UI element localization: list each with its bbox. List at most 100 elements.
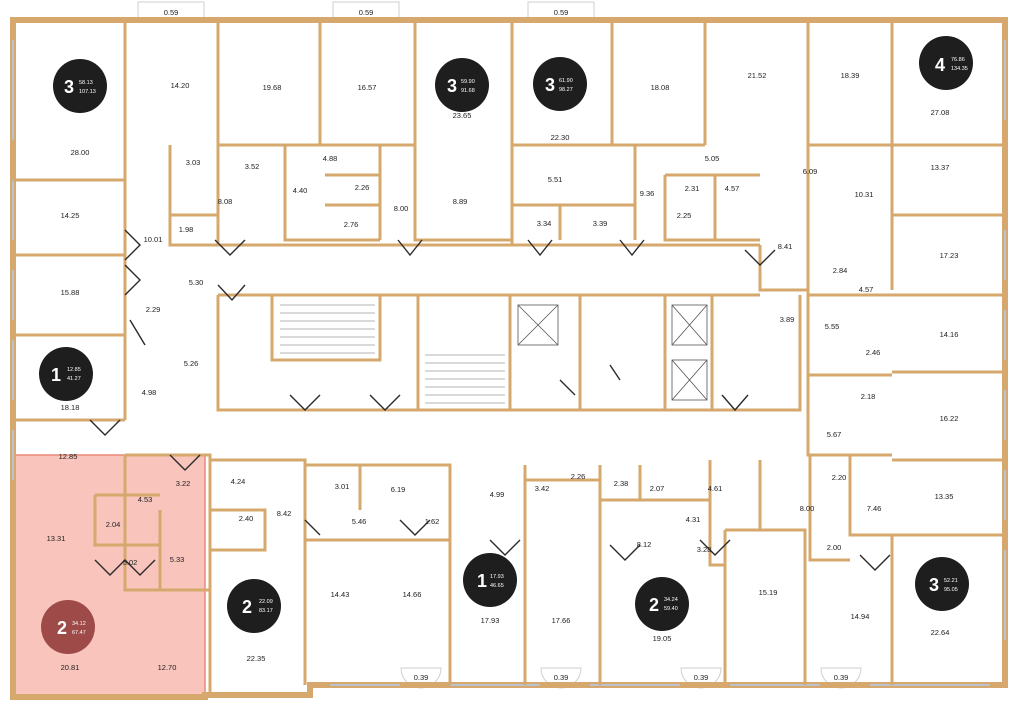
room-area-label: 1.62 [425,517,440,526]
room-area-label: 13.35 [935,492,954,501]
svg-text:67.47: 67.47 [72,630,86,636]
svg-text:76.86: 76.86 [951,57,965,63]
room-area-label: 2.26 [571,472,586,481]
balcony-area-label: 0.39 [694,673,709,682]
svg-text:134.35: 134.35 [951,66,968,72]
room-area-label: 4.53 [138,495,153,504]
room-area-label: 8.42 [277,509,292,518]
room-area-label: 2.84 [833,266,848,275]
unit-badge[interactable]: 1 17.93 46.65 [463,553,517,607]
unit-badges: 3 58.13 107.13 3 59.90 91.68 3 61.90 98.… [39,36,973,654]
room-area-label: 2.76 [344,220,359,229]
unit-badge[interactable]: 1 12.85 41.27 [39,347,93,401]
room-area-label: 18.18 [61,403,80,412]
balcony-area-label: 0.39 [834,673,849,682]
room-area-label: 16.57 [358,83,377,92]
room-area-label: 12.85 [59,452,78,461]
room-area-label: 6.09 [803,167,818,176]
room-area-label: 4.99 [490,490,505,499]
interior-walls [13,20,1005,697]
room-area-label: 8.00 [394,204,409,213]
room-area-label: 3.03 [186,158,201,167]
room-area-label: 1.98 [179,225,194,234]
room-area-label: 5.05 [705,154,720,163]
unit-badge-selected[interactable]: 2 34.12 67.47 [41,600,95,654]
room-area-label: 14.43 [331,590,350,599]
room-area-label: 5.51 [548,175,563,184]
room-area-label: 3.22 [176,479,191,488]
room-area-label: 12.70 [158,663,177,672]
svg-text:107.13: 107.13 [79,89,96,95]
balcony-area-label: 0.39 [554,673,569,682]
room-area-labels: 28.00 14.20 19.68 16.57 23.65 22.30 18.0… [47,71,959,672]
room-area-label: 15.19 [759,588,778,597]
svg-text:2: 2 [57,618,67,638]
room-area-label: 14.25 [61,211,80,220]
room-area-label: 8.41 [778,242,793,251]
room-area-label: 4.57 [725,184,740,193]
svg-text:3: 3 [545,75,555,95]
room-area-label: 3.01 [335,482,350,491]
unit-badge[interactable]: 3 59.90 91.68 [435,58,489,112]
svg-text:3: 3 [929,575,939,595]
svg-text:1: 1 [477,571,487,591]
room-area-label: 19.05 [653,634,672,643]
room-area-label: 27.08 [931,108,950,117]
room-area-label: 8.00 [800,504,815,513]
room-area-label: 15.88 [61,288,80,297]
svg-text:59.90: 59.90 [461,79,475,85]
elevators [517,304,708,401]
svg-text:41.27: 41.27 [67,376,81,382]
unit-badge[interactable]: 4 76.86 134.35 [919,36,973,90]
svg-text:4: 4 [935,55,945,75]
room-area-label: 5.02 [123,558,138,567]
room-area-label: 4.31 [686,515,701,524]
svg-text:34.12: 34.12 [72,621,86,627]
stairs [280,304,505,404]
room-area-label: 8.12 [637,540,652,549]
balcony-area-label: 0.39 [414,673,429,682]
room-area-label: 20.81 [61,663,80,672]
room-area-label: 2.29 [146,305,161,314]
svg-text:22.09: 22.09 [259,599,273,605]
svg-text:91.68: 91.68 [461,88,475,94]
unit-badge[interactable]: 3 61.90 98.27 [533,57,587,111]
room-area-label: 3.42 [535,484,550,493]
unit-badge[interactable]: 3 52.21 95.05 [915,557,969,611]
svg-text:46.65: 46.65 [490,583,504,589]
room-area-label: 17.66 [552,616,571,625]
selected-apartment-highlight[interactable] [12,454,206,698]
room-area-label: 3.39 [593,219,608,228]
svg-text:34.24: 34.24 [664,597,678,603]
room-area-label: 8.89 [453,197,468,206]
svg-text:1: 1 [51,365,61,385]
room-area-label: 5.26 [184,359,199,368]
room-area-label: 22.30 [551,133,570,142]
svg-text:95.05: 95.05 [944,587,958,593]
room-area-label: 21.52 [748,71,767,80]
svg-text:58.13: 58.13 [79,80,93,86]
room-area-label: 18.08 [651,83,670,92]
room-area-label: 4.24 [231,477,246,486]
room-area-label: 17.23 [940,251,959,260]
room-area-label: 2.04 [106,520,121,529]
unit-badge[interactable]: 3 58.13 107.13 [53,59,107,113]
room-area-label: 16.22 [940,414,959,423]
unit-badge[interactable]: 2 34.24 59.40 [635,577,689,631]
room-area-label: 10.31 [855,190,874,199]
room-area-label: 14.20 [171,81,190,90]
svg-text:17.93: 17.93 [490,574,504,580]
door-swings [89,229,891,576]
unit-badge[interactable]: 2 22.09 83.17 [227,579,281,633]
balcony-labels: 0.59 0.59 0.59 0.39 0.39 0.39 0.39 [164,8,849,682]
room-area-label: 5.33 [170,555,185,564]
room-area-label: 17.93 [481,616,500,625]
room-area-label: 23.65 [453,111,472,120]
room-area-label: 5.55 [825,322,840,331]
room-area-label: 2.26 [355,183,370,192]
room-area-label: 2.25 [677,211,692,220]
room-area-label: 4.40 [293,186,308,195]
room-area-label: 19.68 [263,83,282,92]
room-area-label: 14.94 [851,612,870,621]
